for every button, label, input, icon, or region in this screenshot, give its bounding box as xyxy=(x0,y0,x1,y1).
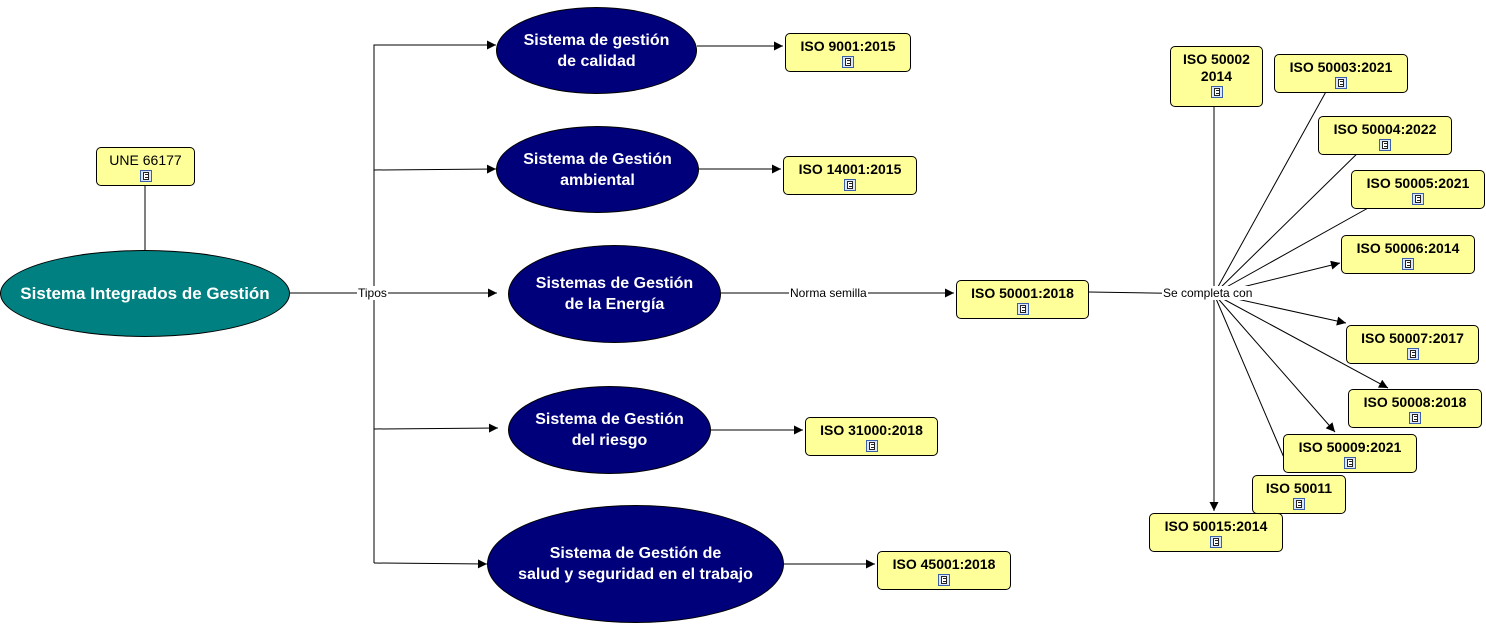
node-sistema-riesgo[interactable]: Sistema de Gestión del riesgo xyxy=(508,386,711,474)
box-label: ISO 45001:2018 xyxy=(892,556,996,572)
box-label: ISO 50007:2017 xyxy=(1361,330,1464,346)
box-label: ISO 50006:2014 xyxy=(1356,240,1460,256)
document-icon[interactable] xyxy=(1409,412,1421,424)
document-icon[interactable] xyxy=(1406,348,1419,360)
box-iso-50002[interactable]: ISO 50002 2014 xyxy=(1170,46,1263,107)
document-icon[interactable] xyxy=(842,56,854,68)
node-label: Sistema de gestión de calidad xyxy=(523,31,670,70)
box-iso-45001[interactable]: ISO 45001:2018 xyxy=(877,551,1011,590)
box-label: ISO 50009:2021 xyxy=(1298,439,1402,455)
box-label: ISO 14001:2015 xyxy=(798,161,902,177)
box-label: ISO 50002 2014 xyxy=(1183,51,1250,84)
box-iso-50005[interactable]: ISO 50005:2021 xyxy=(1351,170,1485,209)
document-icon[interactable] xyxy=(938,574,950,586)
box-une-66177[interactable]: UNE 66177 xyxy=(96,147,195,186)
box-iso-50007[interactable]: ISO 50007:2017 xyxy=(1346,325,1479,364)
document-icon[interactable] xyxy=(1210,86,1223,98)
node-label: Sistemas de Gestión de la Energía xyxy=(535,275,694,313)
node-label: Sistema de Gestión del riesgo xyxy=(535,411,684,449)
document-icon[interactable] xyxy=(1016,303,1029,315)
root-node-label: Sistema Integrados de Gestión xyxy=(20,284,270,303)
box-iso-50006[interactable]: ISO 50006:2014 xyxy=(1341,235,1475,274)
node-sistema-energia[interactable]: Sistemas de Gestión de la Energía xyxy=(508,245,721,343)
box-label: ISO 50011 xyxy=(1265,480,1333,496)
box-label: ISO 50003:2021 xyxy=(1289,59,1393,75)
document-icon[interactable] xyxy=(1412,193,1424,205)
box-label: ISO 50004:2022 xyxy=(1333,121,1437,137)
edge-label-tipos: Tipos xyxy=(357,286,388,300)
box-label: ISO 50008:2018 xyxy=(1363,394,1467,410)
box-iso-31000[interactable]: ISO 31000:2018 xyxy=(805,417,938,456)
box-label: UNE 66177 xyxy=(109,152,182,168)
box-iso-50004[interactable]: ISO 50004:2022 xyxy=(1318,116,1452,155)
document-icon[interactable] xyxy=(1335,77,1347,89)
node-sistema-salud-seguridad[interactable]: Sistema de Gestión de salud y seguridad … xyxy=(487,505,784,623)
edge-label-se-completa-con: Se completa con xyxy=(1162,286,1254,300)
node-label: Sistema de Gestión de salud y seguridad … xyxy=(518,545,753,583)
box-iso-50003[interactable]: ISO 50003:2021 xyxy=(1274,54,1408,93)
edge-label-norma-semilla: Norma semilla xyxy=(789,286,868,300)
box-label: ISO 50015:2014 xyxy=(1164,518,1268,534)
node-sistema-ambiental[interactable]: Sistema de Gestión ambiental xyxy=(496,126,699,213)
box-iso-9001[interactable]: ISO 9001:2015 xyxy=(785,33,911,72)
box-iso-50009[interactable]: ISO 50009:2021 xyxy=(1283,434,1417,473)
box-iso-50008[interactable]: ISO 50008:2018 xyxy=(1348,389,1482,428)
node-sistema-calidad[interactable]: Sistema de gestión de calidad xyxy=(496,7,697,94)
document-icon[interactable] xyxy=(1344,457,1356,469)
node-label: Sistema de Gestión ambiental xyxy=(523,150,672,189)
document-icon[interactable] xyxy=(1210,536,1222,548)
document-icon[interactable] xyxy=(865,440,878,452)
document-icon[interactable] xyxy=(1379,139,1391,151)
box-iso-50001[interactable]: ISO 50001:2018 xyxy=(956,280,1089,319)
document-icon[interactable] xyxy=(1402,258,1414,270)
box-label: ISO 9001:2015 xyxy=(800,38,896,54)
box-label: ISO 50001:2018 xyxy=(971,285,1074,301)
box-label: ISO 31000:2018 xyxy=(820,422,923,438)
box-iso-50011[interactable]: ISO 50011 xyxy=(1252,475,1346,514)
document-icon[interactable] xyxy=(844,179,856,191)
root-node-sistemas-integrados[interactable]: Sistema Integrados de Gestión xyxy=(0,250,290,337)
box-iso-50015[interactable]: ISO 50015:2014 xyxy=(1149,513,1283,552)
document-icon[interactable] xyxy=(139,170,152,182)
document-icon[interactable] xyxy=(1293,498,1305,510)
box-label: ISO 50005:2021 xyxy=(1366,175,1470,191)
box-iso-14001[interactable]: ISO 14001:2015 xyxy=(783,156,917,195)
